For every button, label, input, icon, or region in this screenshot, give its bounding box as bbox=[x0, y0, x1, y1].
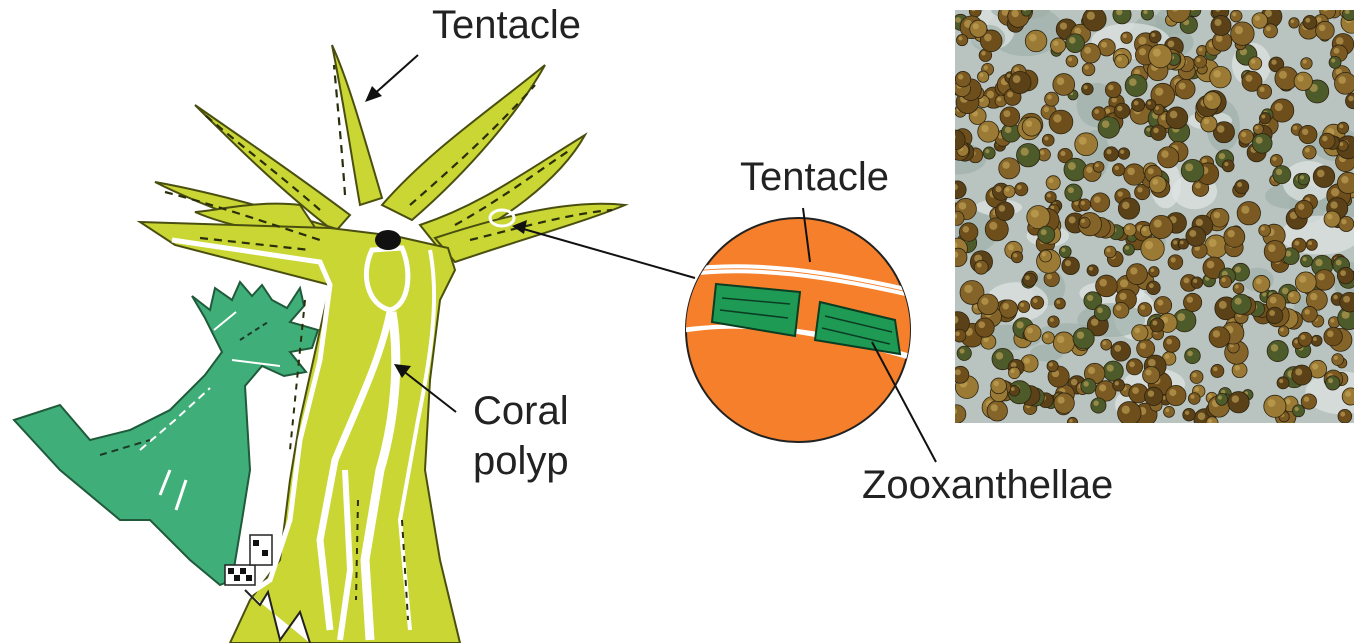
label-polyp: polyp bbox=[473, 439, 569, 483]
tentacle-inset bbox=[640, 208, 950, 462]
label-zooxanthellae: Zooxanthellae bbox=[862, 463, 1113, 507]
label-tentacle-inset: Tentacle bbox=[740, 155, 889, 199]
polyp-mouth bbox=[375, 230, 401, 250]
label-coral: Coral bbox=[473, 389, 569, 433]
label-tentacle: Tentacle bbox=[432, 3, 581, 47]
zooxanthellae-micrograph bbox=[928, 0, 1354, 430]
